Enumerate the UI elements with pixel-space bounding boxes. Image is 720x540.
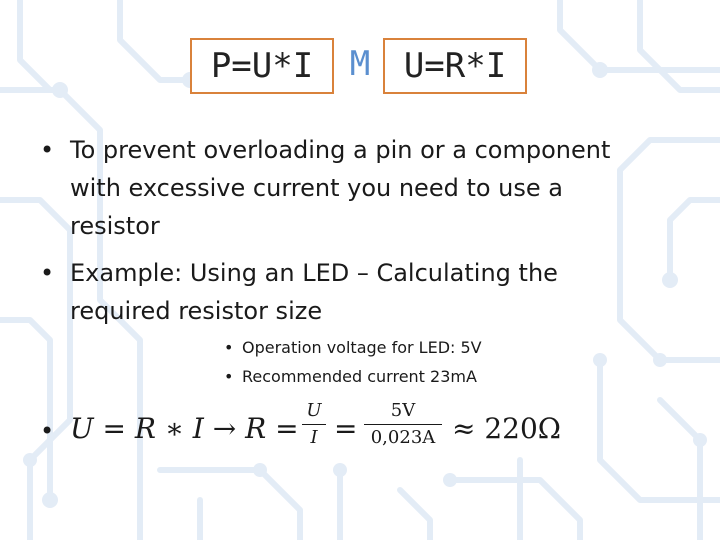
sub-bullet-current: • Recommended current 23mA	[224, 362, 482, 391]
title-separator: M	[349, 44, 371, 84]
bullet-marker: •	[40, 136, 55, 164]
equation-result: ≈ 220Ω	[452, 412, 562, 445]
fraction-bar	[364, 424, 442, 425]
bullet-line: required resistor size	[70, 297, 323, 325]
equation-equals: =	[334, 412, 358, 445]
bullet-line: with excessive current you need to use a	[70, 174, 563, 202]
fraction-denominator: I	[310, 427, 318, 448]
title-row: P=U*I M U=R*I	[0, 38, 720, 94]
fraction-numerator: 5V	[390, 400, 416, 421]
equation-bullet-marker: •	[40, 417, 55, 445]
fraction-voltage-over-current: 5V 0,023A	[364, 400, 442, 449]
sub-bullet-text: Operation voltage for LED: 5V	[242, 338, 482, 357]
equation-lhs: U = R ∗ I → R =	[70, 412, 299, 445]
fraction-bar	[302, 424, 326, 425]
sub-bullet-text: Recommended current 23mA	[242, 367, 477, 386]
power-formula-box: P=U*I	[190, 38, 334, 94]
fraction-u-over-i: U I	[302, 400, 326, 449]
bullet-line: To prevent overloading a pin or a compon…	[70, 136, 611, 164]
sub-bullet-voltage: • Operation voltage for LED: 5V	[224, 333, 482, 362]
bullet-line: Example: Using an LED – Calculating the	[70, 259, 558, 287]
sub-bullet-marker: •	[224, 338, 234, 357]
fraction-numerator: U	[306, 400, 322, 421]
ohms-law-formula-box: U=R*I	[383, 38, 527, 94]
bullet-led-example: • Example: Using an LED – Calculating th…	[40, 254, 558, 330]
sub-bullet-marker: •	[224, 367, 234, 386]
bullet-marker: •	[40, 259, 55, 287]
fraction-denominator: 0,023A	[370, 427, 436, 448]
resistor-equation: U = R ∗ I → R = U I = 5V 0,023A ≈ 220Ω	[70, 400, 590, 460]
bullet-line: resistor	[70, 212, 160, 240]
sub-bullet-list: • Operation voltage for LED: 5V • Recomm…	[224, 333, 482, 391]
bullet-resistor-purpose: • To prevent overloading a pin or a comp…	[40, 131, 611, 245]
